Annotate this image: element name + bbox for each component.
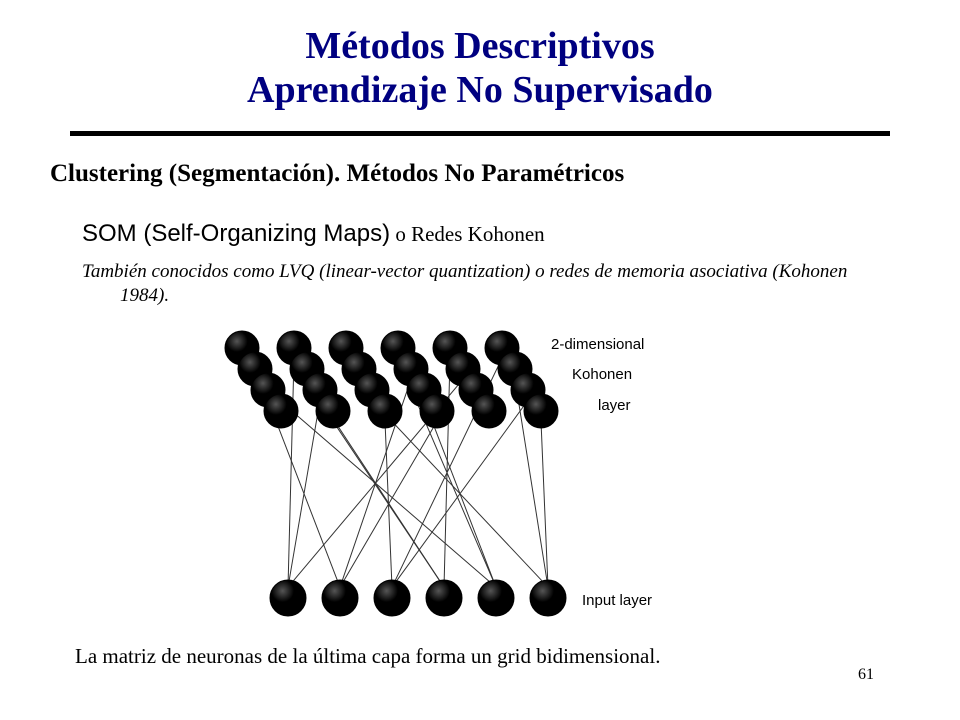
- kohonen-node: [315, 393, 351, 429]
- section-subtitle: Clustering (Segmentación). Métodos No Pa…: [50, 160, 625, 187]
- slide-title: Métodos Descriptivos Aprendizaje No Supe…: [0, 24, 960, 112]
- connection-line: [287, 358, 295, 588]
- input-node: [425, 579, 463, 617]
- title-line-1: Métodos Descriptivos: [305, 25, 655, 67]
- kohonen-network-diagram: [224, 330, 567, 617]
- connection-line: [371, 399, 549, 588]
- page-number: 61: [858, 666, 874, 683]
- kohonen-node: [471, 393, 507, 429]
- also-known-as-text: También conocidos como LVQ (linear-vecto…: [82, 261, 848, 306]
- kohonen-node: [263, 393, 299, 429]
- kohonen-label-line-2: Kohonen: [572, 366, 633, 383]
- input-node: [477, 579, 515, 617]
- input-node: [269, 579, 307, 617]
- som-heading-main: SOM (Self-Organizing Maps): [82, 220, 391, 247]
- som-heading: SOM (Self-Organizing Maps) o Redes Kohon…: [82, 220, 545, 248]
- kohonen-node: [367, 393, 403, 429]
- input-layer-nodes: [269, 579, 567, 617]
- connection-lines: [254, 357, 549, 588]
- kohonen-node: [419, 393, 455, 429]
- title-divider: [70, 131, 890, 136]
- title-line-2: Aprendizaje No Supervisado: [247, 69, 713, 111]
- connection-line: [540, 421, 549, 588]
- input-node: [529, 579, 567, 617]
- connection-line: [514, 379, 549, 588]
- som-heading-rest: o Redes Kohonen: [390, 222, 545, 246]
- kohonen-node: [523, 393, 559, 429]
- kohonen-layer-nodes: [224, 330, 559, 429]
- kohonen-label-line-1: 2-dimensional: [551, 336, 645, 353]
- input-node: [373, 579, 411, 617]
- connection-line: [267, 400, 341, 588]
- caption-text: La matriz de neuronas de la última capa …: [75, 644, 661, 668]
- input-layer-label: Input layer: [582, 592, 653, 609]
- kohonen-label-line-3: layer: [598, 397, 631, 414]
- input-node: [321, 579, 359, 617]
